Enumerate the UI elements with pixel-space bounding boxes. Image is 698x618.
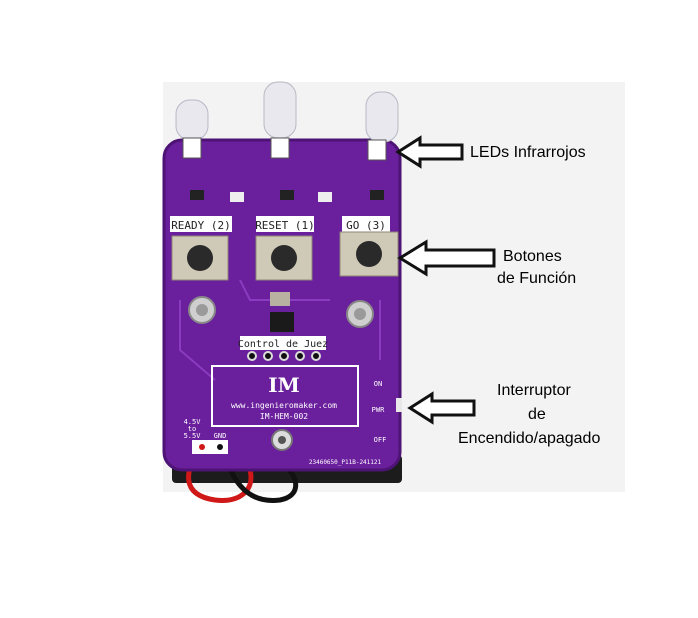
reset-label: RESET (1) — [255, 219, 315, 232]
go-label: GO (3) — [346, 219, 386, 232]
callout-buttons-line1: Botones — [503, 248, 562, 265]
logo: IM — [268, 373, 300, 397]
pcb-traces — [179, 279, 381, 381]
resistor-2 — [318, 192, 332, 202]
serial-text: 23460650_P11B-241121 — [309, 459, 382, 466]
reset-button — [255, 235, 313, 281]
ic-chip — [270, 312, 294, 332]
capacitor — [270, 292, 290, 306]
go-label-bg — [342, 216, 390, 232]
voltage-top: 4.5V — [184, 418, 202, 426]
off-label: OFF — [374, 436, 387, 444]
pwr-label: PWR — [372, 406, 385, 414]
control-label-bg — [240, 336, 326, 350]
url-text: www.ingenieromaker.com — [231, 401, 337, 410]
model-text: IM-HEM-002 — [260, 412, 308, 421]
voltage-mid: to — [188, 425, 196, 433]
callout-switch-line1: Interruptor — [497, 382, 571, 399]
callout-leds: LEDs Infrarrojos — [470, 144, 586, 161]
resistor-1 — [230, 192, 244, 202]
reset-label-bg — [256, 216, 314, 232]
callout-switch-line2: de — [528, 406, 546, 423]
arrow-switch — [407, 391, 476, 425]
ready-button — [171, 235, 229, 281]
logo-box — [211, 365, 359, 427]
ready-label: READY (2) — [171, 219, 231, 232]
transistor-1 — [190, 190, 204, 200]
ir-led-center — [263, 81, 297, 159]
gnd-label: GND — [214, 432, 227, 440]
ir-led-right — [365, 91, 399, 161]
callout-buttons-line2: de Función — [497, 270, 577, 287]
ir-led-left — [175, 99, 209, 159]
control-label: Control de Juez — [238, 339, 328, 350]
ready-label-bg — [170, 216, 232, 232]
go-button — [339, 231, 399, 277]
power-switch — [396, 398, 402, 412]
callout-switch-line3: Encendido/apagado — [458, 430, 601, 447]
header-pins — [247, 351, 321, 361]
transistor-3 — [370, 190, 384, 200]
transistor-2 — [280, 190, 294, 200]
arrow-leds — [395, 135, 464, 169]
on-label: ON — [374, 380, 382, 388]
voltage-bot: 5.5V — [184, 432, 202, 440]
power-connector — [192, 440, 228, 454]
arrow-buttons — [397, 239, 496, 277]
